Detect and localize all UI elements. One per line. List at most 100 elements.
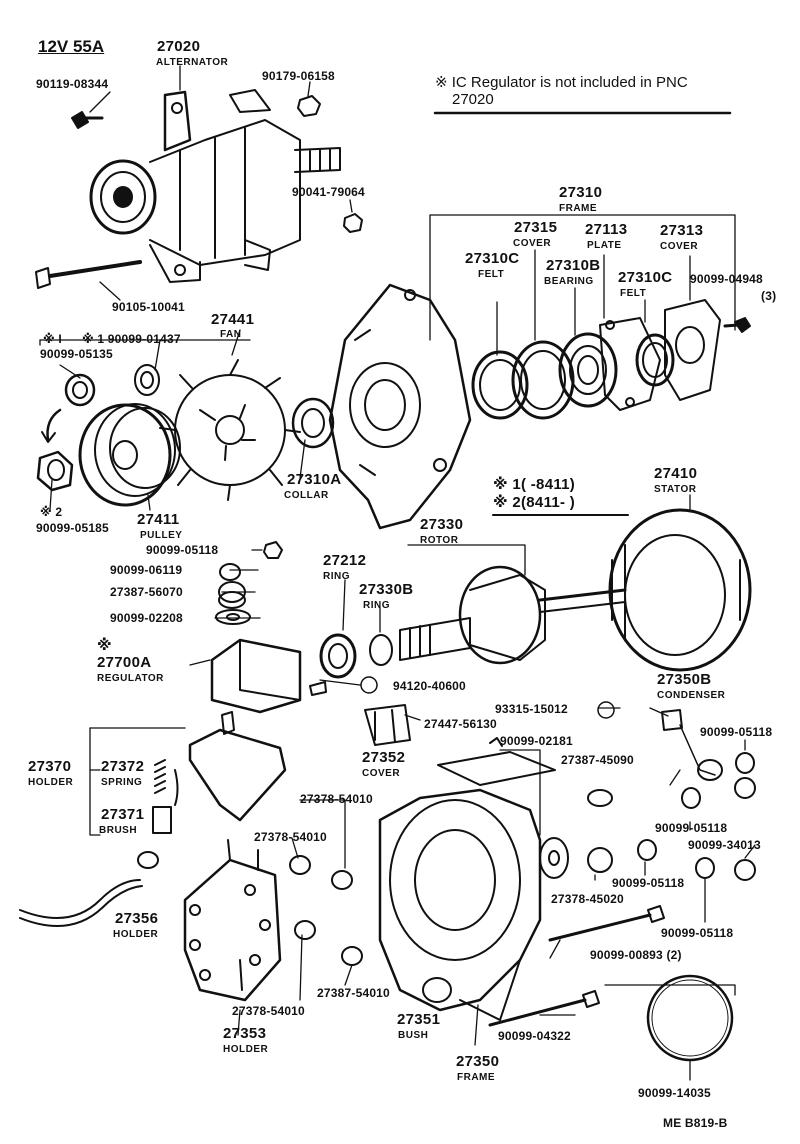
nut-34013-label: 90099-34013: [688, 838, 761, 852]
nut-05118-a-drawing: [263, 541, 283, 559]
cover-27352-name: COVER: [362, 768, 401, 779]
stator-number: 27410: [654, 465, 698, 482]
nut-05185-drawing: [36, 450, 74, 492]
cover-27313-drawing: [664, 299, 721, 401]
bolt-04322-label: 90099-04322: [498, 1029, 571, 1043]
bearing-27310b-number: 27310B: [546, 257, 601, 274]
bush-27351-number: 27351: [397, 1011, 441, 1028]
spring-27372-name: SPRING: [101, 777, 143, 788]
spring-27372-drawing: [154, 759, 179, 806]
insulator-54010-b-label: 27378-54010: [254, 830, 327, 844]
nut-05118-d-label: 90099-05118: [612, 876, 685, 890]
screw-40600-label: 94120-40600: [393, 679, 466, 693]
washer-02181-drawing: [539, 837, 569, 879]
holder-27353-name: HOLDER: [223, 1044, 269, 1055]
leader-lines: [39, 65, 756, 1081]
terminal-56130-label: 27447-56130: [424, 717, 497, 731]
nut-06158-label: 90179-06158: [262, 69, 335, 83]
mark-1a-label: ※ I: [43, 332, 62, 346]
cover-27352-number: 27352: [362, 749, 406, 766]
insulator-45020-label: 27378-45020: [551, 892, 624, 906]
holder-27356-name: HOLDER: [113, 929, 159, 940]
terminal-56130-drawing: [364, 704, 411, 746]
washer-01437-drawing: [134, 364, 160, 396]
pulley-drawing: [78, 403, 181, 507]
screw-15012-label: 93315-15012: [495, 702, 568, 716]
nut-06158-drawing: [297, 95, 321, 117]
cover-27313-number: 27313: [660, 222, 704, 239]
plate-27113-name: PLATE: [587, 240, 622, 251]
holder-27370-name: HOLDER: [28, 777, 74, 788]
nut-05135-drawing: [64, 373, 96, 407]
nut-05118-e-label: 90099-05118: [661, 926, 734, 940]
plate-27113-number: 27113: [585, 221, 628, 238]
fan-drawing: [159, 359, 301, 501]
brush-27371-drawing: [152, 806, 172, 834]
nut-05118-b-drawing: [735, 752, 755, 774]
arrow-drawing: [46, 408, 62, 442]
plate-27113-drawing: [599, 317, 661, 411]
ring-symbol-drawing: [360, 676, 615, 719]
regulator-name: REGULATOR: [97, 673, 164, 684]
brush-27371-number: 27371: [101, 806, 145, 823]
stator-name: STATOR: [654, 484, 697, 495]
nut-79064-label: 90041-79064: [292, 185, 365, 199]
regulator-mark: ※: [97, 637, 112, 654]
alternator-assembly-drawing: [89, 89, 341, 283]
frame-27310-drawing: [328, 283, 472, 530]
frame-27310-name: FRAME: [559, 203, 598, 214]
nuts-right-drawing: [587, 777, 756, 881]
condenser-name: CONDENSER: [657, 690, 726, 701]
range-1-label: ※ 1( -8411): [493, 476, 576, 493]
nut-05118-c-label: 90099-05118: [655, 821, 728, 835]
nut-06119-drawing: [219, 563, 241, 581]
screw-04948-qty: (3): [761, 289, 777, 303]
regulator-number: 27700A: [97, 654, 152, 671]
cover-27315-number: 27315: [514, 219, 558, 236]
insulators-drawing: [289, 855, 452, 1003]
brush-27371-name: BRUSH: [99, 825, 138, 836]
ring-27330b-drawing: [369, 634, 393, 666]
condenser-drawing: [661, 709, 723, 781]
washer-02208-drawing: [215, 609, 251, 625]
cover-27352-drawing: [437, 737, 556, 786]
oring-14035-label: 90099-14035: [638, 1086, 711, 1100]
felt-27310c-b-drawing: [635, 333, 675, 387]
collar-name: COLLAR: [284, 490, 329, 501]
screw-04948-drawing: [723, 317, 751, 333]
rectifier-holder-drawing: [183, 839, 282, 1002]
note-line-2: 27020: [452, 91, 494, 108]
range-2-label: ※ 2(8411- ): [493, 494, 576, 511]
collar-drawing: [291, 397, 335, 449]
condenser-number: 27350B: [657, 671, 712, 688]
regulator-drawing: [210, 638, 327, 714]
bearing-27310b-drawing: [558, 332, 618, 408]
spring-27372-number: 27372: [101, 758, 145, 775]
cover-27315-drawing: [511, 340, 575, 420]
insulator-45090-label: 27387-45090: [561, 753, 634, 767]
cover-27315-name: COVER: [513, 238, 552, 249]
bolt-04322-drawing: [488, 990, 600, 1027]
lead-wire-drawing: [19, 851, 159, 927]
bolt-00893-drawing: [548, 905, 665, 942]
note-line-1: ※ IC Regulator is not included in PNC: [435, 74, 688, 91]
bolt-08344-drawing: [71, 111, 104, 129]
bearing-27310b-name: BEARING: [544, 276, 594, 287]
felt-27310c-b-number: 27310C: [618, 269, 673, 286]
insulator-54010-d-label: 27378-54010: [232, 1004, 305, 1018]
rotor-drawing: [399, 565, 627, 665]
ring-27212-drawing: [319, 633, 357, 679]
oring-14035-drawing: [646, 974, 734, 1062]
frame-27350-number: 27350: [456, 1053, 500, 1070]
insulator-54010-c-label: 27387-54010: [317, 986, 390, 1000]
collar-number: 27310A: [287, 471, 342, 488]
bolt-08344-label: 90119-08344: [36, 77, 109, 91]
rotor-number: 27330: [420, 516, 464, 533]
frame-27350-drawing: [378, 788, 542, 1021]
washer-02181-label: 90099-02181: [500, 734, 573, 748]
nut-05185-label: 90099-05185: [36, 521, 109, 535]
screw-04948-label: 90099-04948: [690, 272, 763, 286]
alternator-number: 27020: [157, 38, 201, 55]
